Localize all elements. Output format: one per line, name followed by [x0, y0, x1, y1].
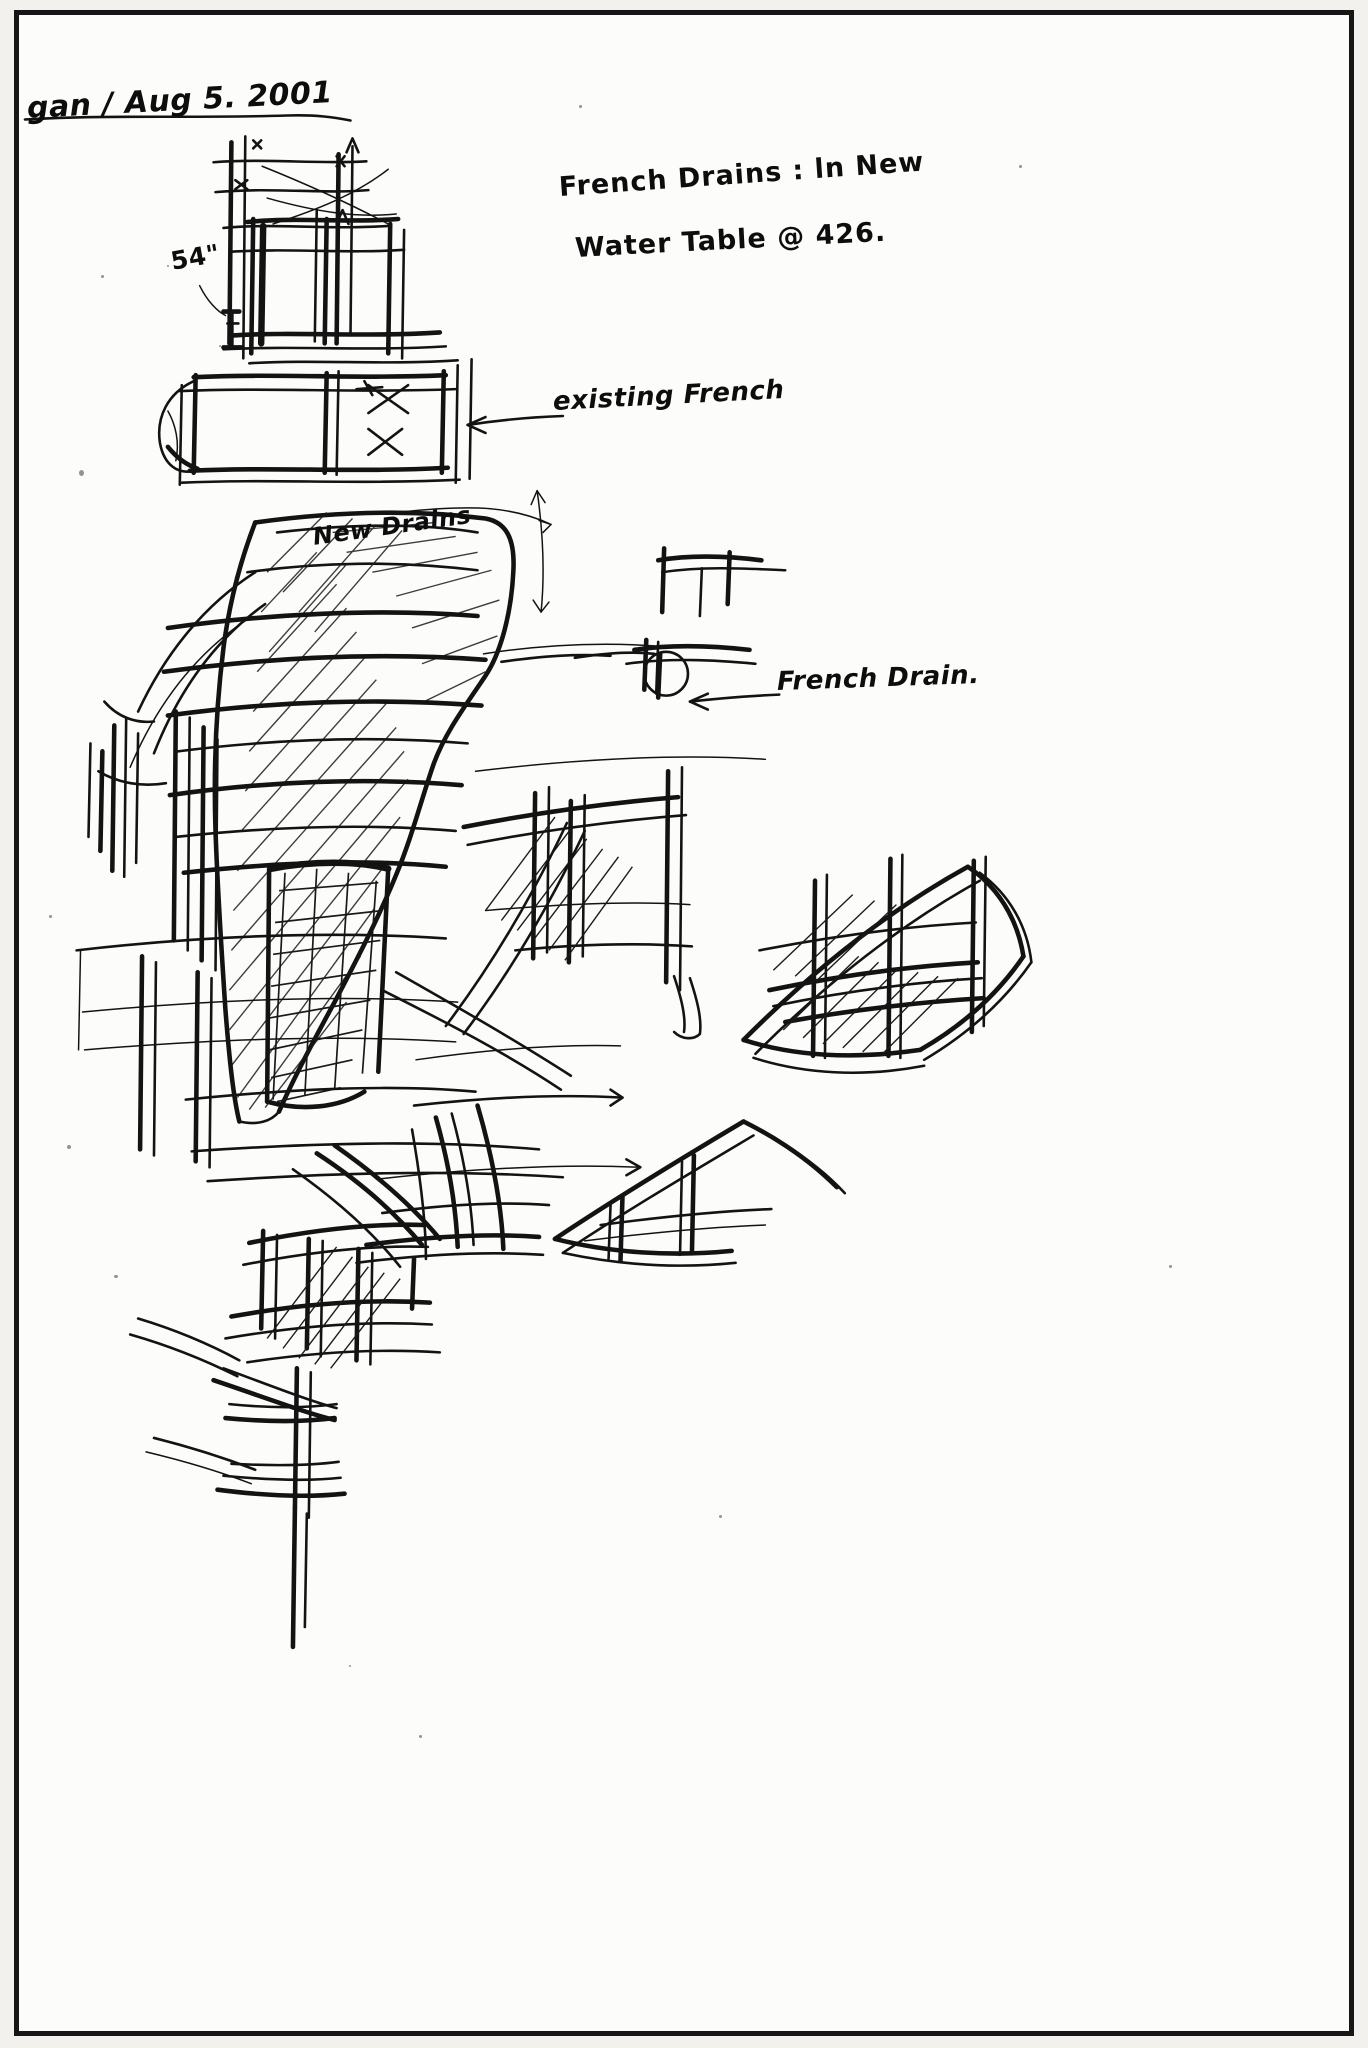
mid-right-framing [461, 756, 767, 1040]
annotation-french-drains-line1: French Drains : ln New [557, 146, 926, 203]
sheet-paper: gan / Aug 5. 2001 French Drains : ln New… [19, 15, 1349, 2031]
detail-54-inch-leader [198, 284, 244, 350]
upper-plan-block [212, 135, 459, 365]
annotation-french-drains-line2: Water Table @ 426. [574, 216, 887, 264]
left-sweeps [129, 570, 267, 769]
plan-bays [157, 357, 473, 486]
french-drain-detail [482, 546, 787, 700]
lower-structure [128, 1103, 551, 1519]
left-stakes [77, 700, 219, 1169]
mass-tie-lines [75, 610, 565, 1183]
mass-hatching [228, 512, 500, 1110]
leader-existing-french [466, 414, 565, 435]
diagonal-braces [375, 821, 642, 1180]
right-panel-study [552, 853, 1033, 1267]
annotation-new-drains: New Drains [311, 500, 473, 551]
bottom-tail [145, 1436, 347, 1650]
hatched-mass-outline [212, 510, 516, 1125]
annotation-existing-french: existing French [552, 374, 786, 417]
mass-core-hatching [268, 868, 383, 1103]
annotation-french-drain: French Drain. [776, 659, 980, 697]
leader-french-drain [688, 692, 781, 711]
mass-core-outline [264, 859, 392, 1110]
sketch-ink-layer [23, 114, 1033, 1650]
sheet-border-frame: gan / Aug 5. 2001 French Drains : ln New… [14, 10, 1354, 2036]
paper-grain [19, 15, 1349, 2031]
header-author-date: gan / Aug 5. 2001 [26, 75, 334, 126]
annotation-54-inch: 54" [168, 238, 223, 276]
